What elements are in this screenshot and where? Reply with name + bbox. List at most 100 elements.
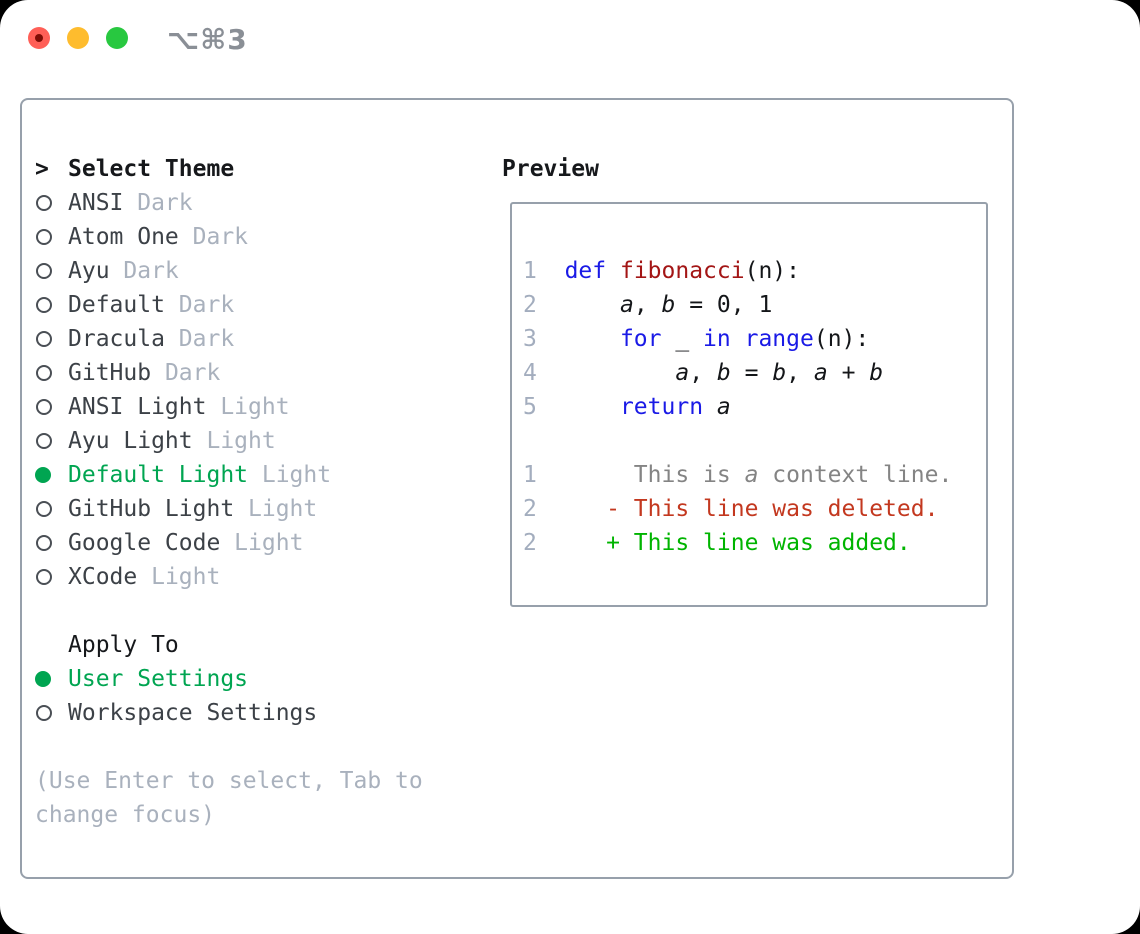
code-line: 5 return a xyxy=(523,394,731,420)
marker-slot xyxy=(35,458,68,492)
marker-slot xyxy=(35,628,68,662)
preview-pane: 1 def fibonacci(n): 2 a, b = 0, 1 3 for _ … xyxy=(510,202,988,607)
radio-icon xyxy=(36,705,52,721)
theme-option[interactable]: Default Dark xyxy=(35,288,495,322)
apply-to-header: Apply To xyxy=(35,628,495,662)
theme-variant-tag: Dark xyxy=(151,360,221,386)
radio-icon xyxy=(36,365,52,381)
radio-icon xyxy=(36,535,52,551)
theme-variant-tag: Dark xyxy=(178,224,249,250)
radio-icon xyxy=(36,297,52,313)
code-line: 2 + This line was added. xyxy=(523,530,911,556)
marker-slot xyxy=(35,186,68,220)
marker-slot xyxy=(35,662,68,696)
option-label: Ayu xyxy=(68,258,110,284)
marker-slot xyxy=(35,390,68,424)
option-label: GitHub Light xyxy=(68,496,235,522)
radio-selected-icon xyxy=(35,671,51,687)
code-line: 2 - This line was deleted. xyxy=(523,496,939,522)
theme-option[interactable]: ANSI Dark xyxy=(35,186,495,220)
theme-option[interactable]: Google Code Light xyxy=(35,526,495,560)
theme-variant-tag: Light xyxy=(248,462,332,488)
radio-icon xyxy=(36,263,52,279)
option-label: Default Light xyxy=(68,462,249,488)
theme-option[interactable]: XCode Light xyxy=(35,560,495,594)
apply-to-option[interactable]: Workspace Settings xyxy=(35,696,495,730)
marker-slot xyxy=(35,526,68,560)
spacer xyxy=(35,730,495,764)
theme-option[interactable]: Default Light Light xyxy=(35,458,495,492)
option-label: Dracula xyxy=(68,326,165,352)
radio-icon xyxy=(36,433,52,449)
marker-slot xyxy=(35,322,68,356)
marker-slot xyxy=(35,220,68,254)
option-label: Ayu Light xyxy=(68,428,193,454)
zoom-button[interactable] xyxy=(106,27,128,49)
code-line: 2 a, b = 0, 1 xyxy=(523,292,773,318)
marker-slot xyxy=(35,356,68,390)
close-button[interactable] xyxy=(28,27,50,49)
theme-variant-tag: Light xyxy=(192,428,276,454)
theme-variant-tag: Dark xyxy=(109,258,179,284)
theme-option[interactable]: Dracula Dark xyxy=(35,322,495,356)
preview-title: Preview xyxy=(502,156,599,182)
option-label: XCode xyxy=(68,564,138,590)
radio-icon xyxy=(36,399,52,415)
marker-slot xyxy=(35,492,68,526)
option-label: Atom One xyxy=(68,224,179,250)
code-line: 1 This is a context line. xyxy=(523,462,953,488)
option-label: GitHub xyxy=(68,360,152,386)
hint-line-2: change focus) xyxy=(35,802,216,828)
option-label: ANSI Light xyxy=(68,394,207,420)
theme-option[interactable]: GitHub Light Light xyxy=(35,492,495,526)
hint-line-1: (Use Enter to select, Tab to xyxy=(35,768,423,794)
theme-variant-tag: Dark xyxy=(123,190,193,216)
theme-variant-tag: Dark xyxy=(164,326,235,352)
marker-slot xyxy=(35,696,68,730)
title-bar: ⌥⌘3 xyxy=(0,0,1140,76)
code-line: 4 a, b = b, a + b xyxy=(523,360,884,386)
radio-icon xyxy=(36,331,52,347)
code-preview: 1 def fibonacci(n): 2 a, b = 0, 1 3 for _ … xyxy=(512,204,986,560)
spacer xyxy=(35,594,495,628)
radio-icon xyxy=(36,569,52,585)
theme-variant-tag: Light xyxy=(234,496,318,522)
theme-variant-tag: Light xyxy=(206,394,290,420)
radio-icon xyxy=(36,229,52,245)
theme-variant-tag: Light xyxy=(220,530,304,556)
window-title-shortcut: ⌥⌘3 xyxy=(167,22,248,56)
apply-to-option[interactable]: User Settings xyxy=(35,662,495,696)
select-theme-header: > Select Theme xyxy=(35,152,495,186)
marker-slot xyxy=(35,424,68,458)
marker-slot xyxy=(35,254,68,288)
code-line: 3 for _ in range(n): xyxy=(523,326,870,352)
theme-variant-tag: Light xyxy=(137,564,221,590)
radio-icon xyxy=(36,501,52,517)
option-label: Workspace Settings xyxy=(68,700,318,726)
radio-icon xyxy=(36,195,52,211)
theme-option[interactable]: Atom One Dark xyxy=(35,220,495,254)
marker-slot xyxy=(35,560,68,594)
radio-selected-icon xyxy=(35,467,51,483)
minimize-button[interactable] xyxy=(67,27,89,49)
option-label: Default xyxy=(68,292,165,318)
option-label: Google Code xyxy=(68,530,221,556)
theme-option[interactable]: Ayu Dark xyxy=(35,254,495,288)
theme-option[interactable]: ANSI Light Light xyxy=(35,390,495,424)
select-theme-title: Select Theme xyxy=(68,156,235,182)
code-line xyxy=(523,424,986,458)
marker-slot xyxy=(35,288,68,322)
traffic-lights xyxy=(28,27,128,49)
prompt-icon: > xyxy=(35,156,49,182)
theme-option[interactable]: Ayu Light Light xyxy=(35,424,495,458)
theme-option[interactable]: GitHub Dark xyxy=(35,356,495,390)
code-line: 1 def fibonacci(n): xyxy=(523,258,800,284)
option-label: User Settings xyxy=(68,666,249,692)
apply-to-title: Apply To xyxy=(68,632,179,658)
option-label: ANSI xyxy=(68,190,124,216)
